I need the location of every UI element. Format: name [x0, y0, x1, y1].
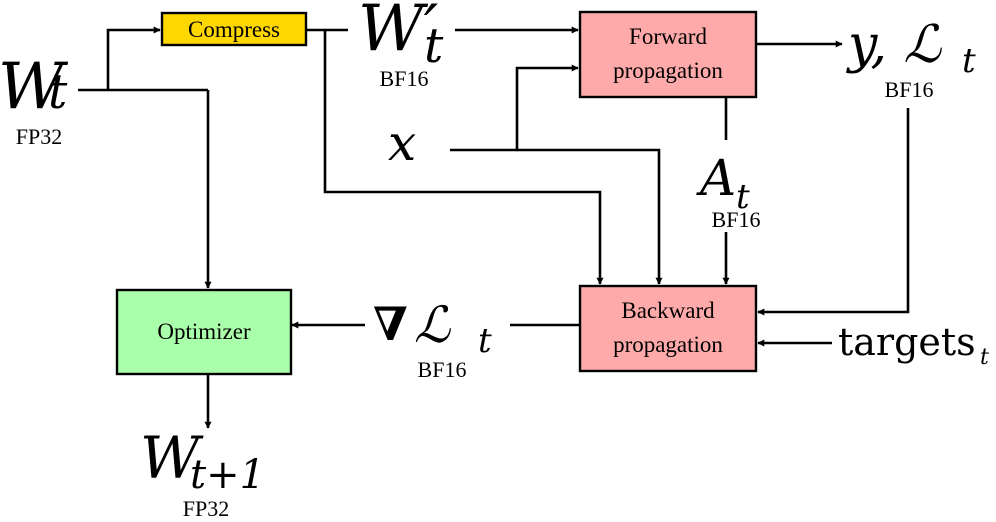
- targets-symbol: targets: [838, 320, 976, 364]
- compress-box: Compress: [160, 11, 308, 47]
- outputs-loss-subscript: t: [962, 41, 976, 81]
- optimizer-box: Optimizer: [115, 288, 293, 376]
- targets-label: targets t: [838, 320, 989, 370]
- compressed-weights-subscript: t: [424, 18, 444, 74]
- loss-to-backward-arrow: [757, 108, 910, 316]
- next-weights-subscript: t+1: [190, 452, 265, 498]
- nabla-symbol: ∇: [373, 297, 408, 351]
- next-weights-precision: FP32: [183, 496, 229, 521]
- gradient-label: ∇ ℒ t BF16: [373, 296, 492, 382]
- input-x-symbol: x: [388, 114, 416, 172]
- next-weights-symbol: W: [140, 424, 204, 492]
- activations-subscript: t: [736, 177, 750, 217]
- gradient-precision: BF16: [418, 357, 467, 382]
- outputs-loss-label: y, ℒ t BF16: [846, 15, 976, 102]
- outputs-loss-precision: BF16: [885, 77, 934, 102]
- targets-subscript: t: [980, 345, 989, 370]
- outputs-loss-symbol: y, ℒ: [846, 15, 943, 75]
- gradient-loss-subscript: t: [478, 321, 492, 361]
- compress-box-label: Compress: [188, 17, 280, 42]
- w-prime-to-backward-arrow: [323, 30, 604, 285]
- optimizer-label: Optimizer: [157, 319, 251, 344]
- activations-symbol: A: [696, 149, 736, 207]
- w-t-to-compress-arrow: [106, 26, 161, 90]
- forward-propagation-box: Forward propagation: [578, 10, 758, 99]
- activations-label: A t BF16: [696, 149, 760, 232]
- compressed-weights-label: W′ t BF16: [358, 0, 444, 91]
- optimizer-rect: [115, 288, 293, 376]
- backward-propagation-box: Backward propagation: [578, 284, 758, 373]
- weights-subscript: t: [48, 64, 68, 120]
- x-to-forward-arrow: [450, 64, 579, 152]
- forward-propagation-line1: Forward: [629, 24, 707, 49]
- forward-propagation-line2: propagation: [613, 58, 723, 83]
- weights-precision: FP32: [16, 124, 62, 149]
- compressed-weights-symbol: W′: [358, 0, 439, 66]
- forward-propagation-rect: [578, 10, 758, 99]
- backward-propagation-rect: [578, 284, 758, 373]
- compressed-weights-precision: BF16: [380, 66, 429, 91]
- next-weights-label: W t+1 FP32: [140, 424, 265, 521]
- backward-propagation-line2: propagation: [613, 332, 723, 357]
- weights-fp32-label: W t FP32: [0, 50, 69, 149]
- activations-precision: BF16: [712, 207, 761, 232]
- x-to-backward-arrow: [517, 148, 663, 285]
- backward-propagation-line1: Backward: [621, 298, 715, 323]
- gradient-loss-symbol: ℒ: [414, 296, 451, 354]
- weights-symbol: W: [0, 50, 69, 124]
- compress-box-rect: [160, 11, 308, 47]
